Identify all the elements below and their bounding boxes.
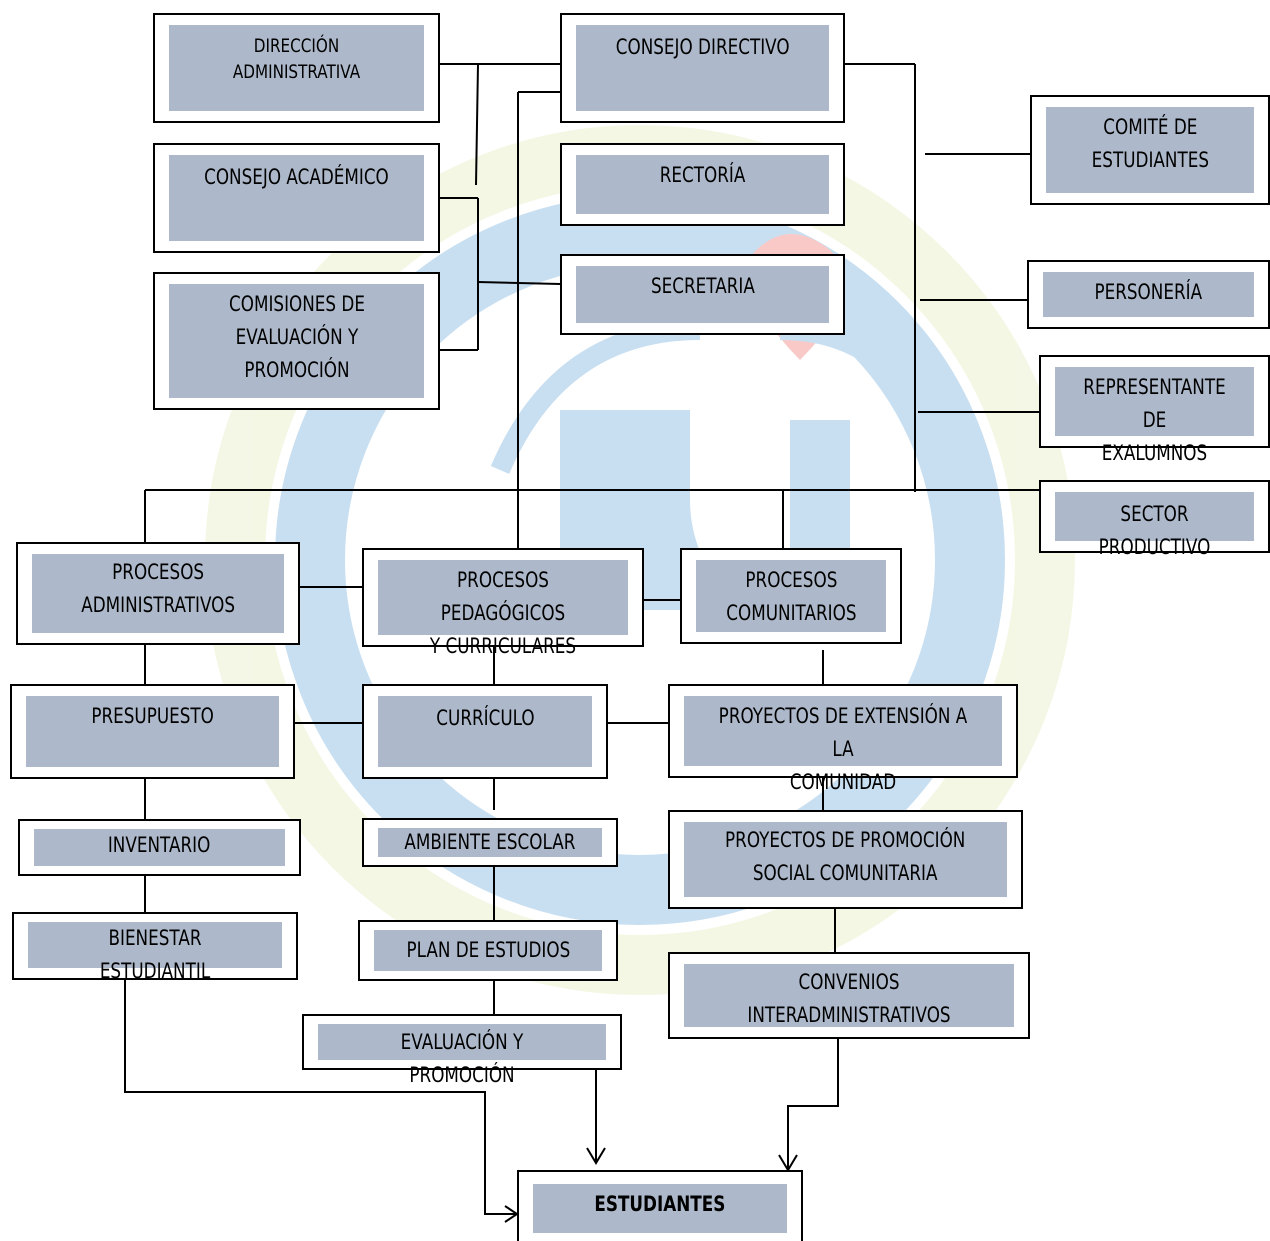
- node-ambiente-escolar: AMBIENTE ESCOLAR: [362, 818, 618, 867]
- node-sector-productivo: SECTOR PRODUCTIVO: [1039, 480, 1270, 559]
- node-proyectos-extension: PROYECTOS DE EXTENSIÓN A LA COMUNIDAD: [668, 684, 1018, 794]
- node-convenios: CONVENIOS INTERADMINISTRATIVOS: [668, 952, 1030, 1039]
- node-plan-estudios: PLAN DE ESTUDIOS: [358, 920, 618, 981]
- node-procesos-administrativos: PROCESOS ADMINISTRATIVOS: [16, 542, 300, 645]
- node-evaluacion-promocion: EVALUACIÓN Y PROMOCIÓN: [302, 1014, 622, 1087]
- node-curriculo: CURRÍCULO: [362, 684, 608, 779]
- node-personeria: PERSONERÍA: [1027, 260, 1270, 329]
- node-proyectos-promocion: PROYECTOS DE PROMOCIÓN SOCIAL COMUNITARI…: [668, 810, 1023, 909]
- node-bienestar-estudiantil: BIENESTAR ESTUDIANTIL: [12, 912, 298, 983]
- node-procesos-pedagogicos: PROCESOS PEDAGÓGICOS Y CURRICULARES: [362, 548, 644, 658]
- node-consejo-academico: CONSEJO ACADÉMICO: [153, 143, 440, 253]
- node-consejo-directivo: CONSEJO DIRECTIVO: [560, 13, 845, 123]
- node-procesos-comunitarios: PROCESOS COMUNITARIOS: [680, 548, 902, 644]
- node-presupuesto: PRESUPUESTO: [10, 684, 295, 779]
- node-inventario: INVENTARIO: [18, 819, 301, 876]
- node-secretaria: SECRETARIA: [560, 254, 845, 335]
- node-direccion-administrativa: DIRECCIÓN ADMINISTRATIVA: [153, 13, 440, 123]
- node-representante-exalumnos: REPRESENTANTE DE EXALUMNOS: [1039, 355, 1270, 465]
- node-estudiantes: ESTUDIANTES: [517, 1170, 803, 1241]
- node-comite-estudiantes: COMITÉ DE ESTUDIANTES: [1030, 95, 1270, 205]
- node-comisiones-evaluacion: COMISIONES DE EVALUACIÓN Y PROMOCIÓN: [153, 272, 440, 410]
- node-rectoria: RECTORÍA: [560, 143, 845, 226]
